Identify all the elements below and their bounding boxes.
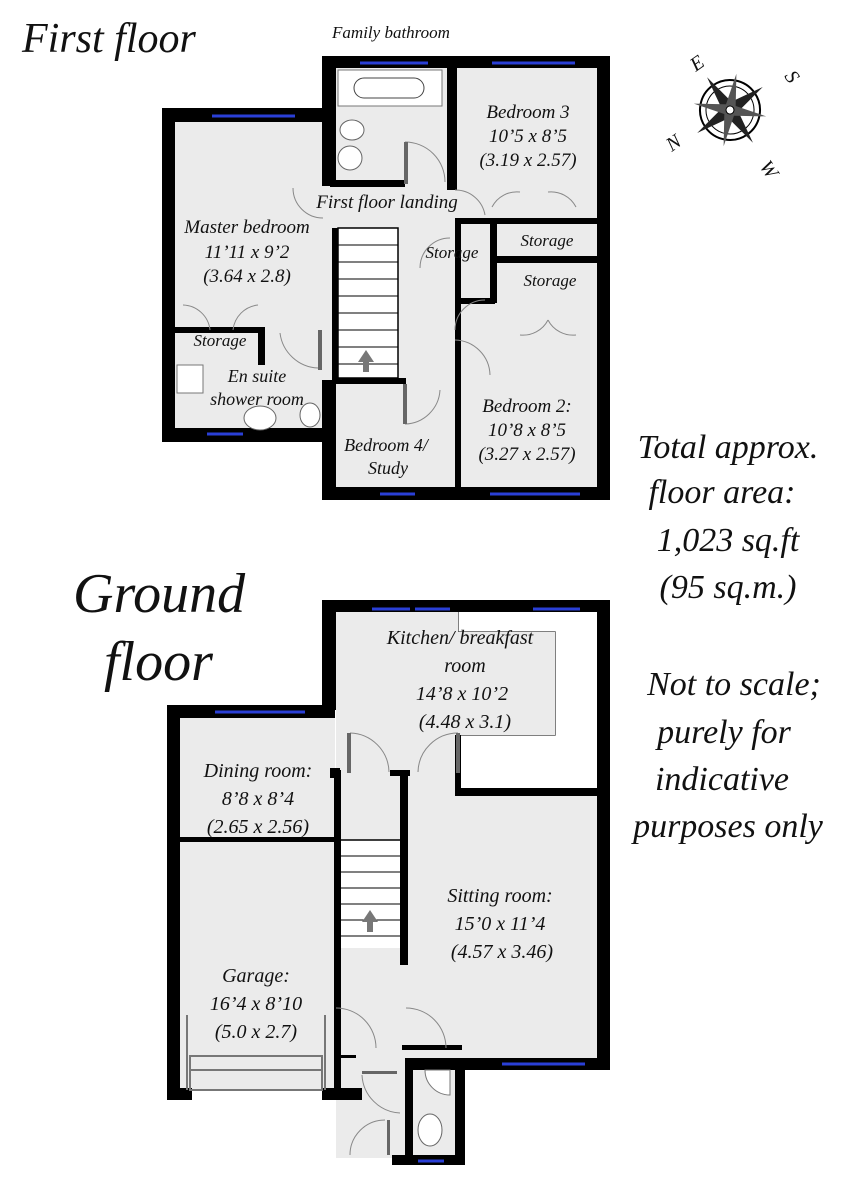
stairs-first-floor [337,227,399,379]
disclaimer-line4: purposes only [631,808,824,845]
stairs-up-arrow-icon [362,910,378,932]
compass-rose-icon [693,73,767,147]
basin-icon [243,405,277,431]
bedroom4-line1: Bedroom 4/ [344,435,430,455]
area-note-line3: 1,023 sq.ft [657,522,801,559]
compass-w: W [755,156,784,184]
ensuite-line1: En suite [227,366,287,386]
bedroom2-imperial: 10’8 x 8’5 [488,420,566,441]
kitchen-line2: room [444,655,485,677]
bedroom4-line2: Study [368,458,408,478]
landing-label: First floor landing [315,192,457,213]
garage-imperial: 16’4 x 8’10 [210,993,302,1015]
first-floor-heading: First floor [21,16,197,62]
garage-metric: (5.0 x 2.7) [215,1021,298,1043]
compass-e: E [685,51,708,77]
master-name: Master bedroom [183,217,309,238]
disclaimer-line1: Not to scale; [646,666,821,703]
garage-name: Garage: [222,965,290,987]
bedroom3-name: Bedroom 3 [486,102,569,123]
sitting-metric: (4.57 x 3.46) [451,941,554,963]
ensuite-line2: shower room [210,389,304,409]
compass-s: S [780,66,804,87]
dining-metric: (2.65 x 2.56) [207,816,310,838]
dining-imperial: 8’8 x 8’4 [222,788,294,810]
compass-n: N [661,129,687,156]
toilet-icon [339,119,365,141]
corner-basin-icon [424,1069,451,1096]
kitchen-metric: (4.48 x 3.1) [419,711,512,733]
basin-icon [337,145,363,171]
shower-tray-icon [176,364,204,394]
garage-door [186,1015,326,1091]
master-metric: (3.64 x 2.8) [203,266,291,287]
storage-master-label: Storage [194,331,247,350]
area-note-line2: floor area: [648,474,795,511]
ground-floor-heading-line2: floor [104,631,213,693]
bedroom3-metric: (3.19 x 2.57) [479,150,576,171]
kitchen-imperial: 14’8 x 10’2 [416,683,508,705]
sitting-imperial: 15’0 x 11’4 [455,913,546,935]
disclaimer-line3: indicative [655,761,789,798]
master-imperial: 11’11 x 9’2 [205,242,290,263]
first-floor-plan [162,56,610,500]
toilet-icon [417,1113,443,1147]
ground-floor-heading-line1: Ground [73,563,246,625]
bedroom3-imperial: 10’5 x 8’5 [489,126,567,147]
area-note-line1: Total approx. [638,429,819,466]
dining-name: Dining room: [203,760,313,782]
family-bathroom-label: Family bathroom [331,23,450,42]
bedroom2-metric: (3.27 x 2.57) [478,444,575,465]
bedroom2-name: Bedroom 2: [482,396,572,417]
stairs-ground-floor [341,839,400,948]
disclaimer-line2: purely for [655,714,792,751]
storage-bedroom2-label: Storage [524,271,577,290]
sitting-name: Sitting room: [447,885,552,907]
ground-floor-plan [167,600,610,1165]
storage-landing-label: Storage [426,243,479,262]
storage-bedroom3-label: Storage [521,231,574,250]
toilet-icon [299,402,321,428]
stairs-up-arrow-icon [358,350,374,372]
area-note-line4: (95 sq.m.) [660,569,797,606]
kitchen-line1: Kitchen/ breakfast [386,627,534,649]
